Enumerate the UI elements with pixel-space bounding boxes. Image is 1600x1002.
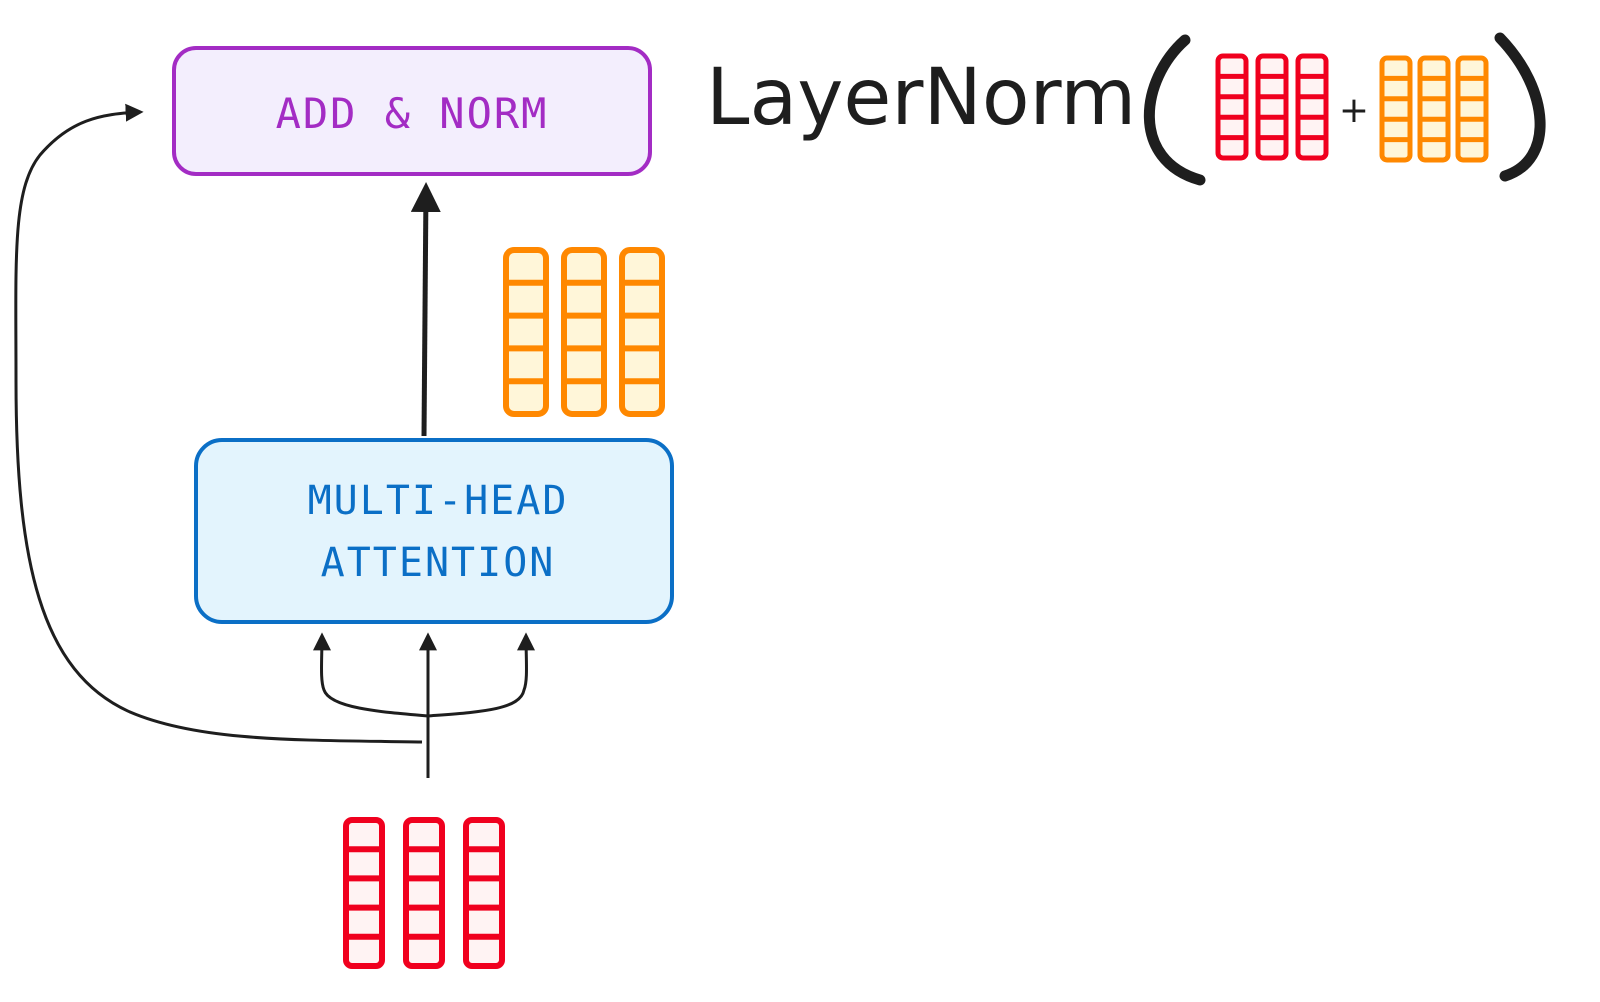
formula-input-vectors [1215,53,1329,161]
input-embedding-vector-column-outline [343,817,385,969]
formula-attention-vector-column [1455,55,1489,163]
input-embedding-vector-column-outline [403,817,445,969]
attention-output-vector-column-outline [619,247,665,417]
formula-attention-vectors [1379,55,1489,163]
formula-attention-vector-column-outline [1417,55,1451,163]
attention-output-vector-column-outline [503,247,549,417]
plus-operator: + [1339,90,1369,131]
mha-label-line2: ATTENTION [321,540,556,586]
formula-input-vector-column-outline [1295,53,1329,161]
formula-attention-vector-column-outline [1455,55,1489,163]
attention-output-vector-column-outline [561,247,607,417]
close-paren-icon [1494,32,1546,182]
residual-connection-arrow [14,103,423,744]
input-embedding-vector-column [343,817,385,969]
formula-attention-vector-column [1417,55,1451,163]
branch-right-arrow [427,632,536,718]
input-embedding-vector-column [463,817,505,969]
branch-left-arrow [312,632,429,718]
formula-input-vector-column-outline [1255,53,1289,161]
formula-input-vector-column [1295,53,1329,161]
attention-output-vector-column [619,247,665,417]
formula-attention-vector-column [1379,55,1413,163]
add-norm-label: ADD & NORM [276,89,549,138]
formula-input-vector-column [1215,53,1249,161]
attention-output-vector-column [561,247,607,417]
formula-input-vector-column [1255,53,1289,161]
mha-to-add-norm-arrow [410,182,441,437]
layernorm-function-name: LayerNorm [706,53,1136,143]
attention-output-vectors [503,247,665,417]
input-embedding-vector-column [403,817,445,969]
attention-output-vector-column [503,247,549,417]
add-norm-box [172,46,652,176]
formula-input-vector-column-outline [1215,53,1249,161]
input-embedding-vector-column-outline [463,817,505,969]
formula-attention-vector-column-outline [1379,55,1413,163]
input-embedding-vectors [343,817,505,969]
open-paren-icon [1143,34,1206,186]
add-norm-node[interactable]: ADD & NORM [172,46,652,176]
multi-head-attention-box [194,438,674,624]
mha-label-line1: MULTI-HEAD [308,478,569,524]
input-to-mha-arrows [312,632,536,778]
multi-head-attention-node[interactable]: MULTI-HEAD ATTENTION [194,438,674,624]
layernorm-formula: LayerNorm + [706,32,1546,186]
